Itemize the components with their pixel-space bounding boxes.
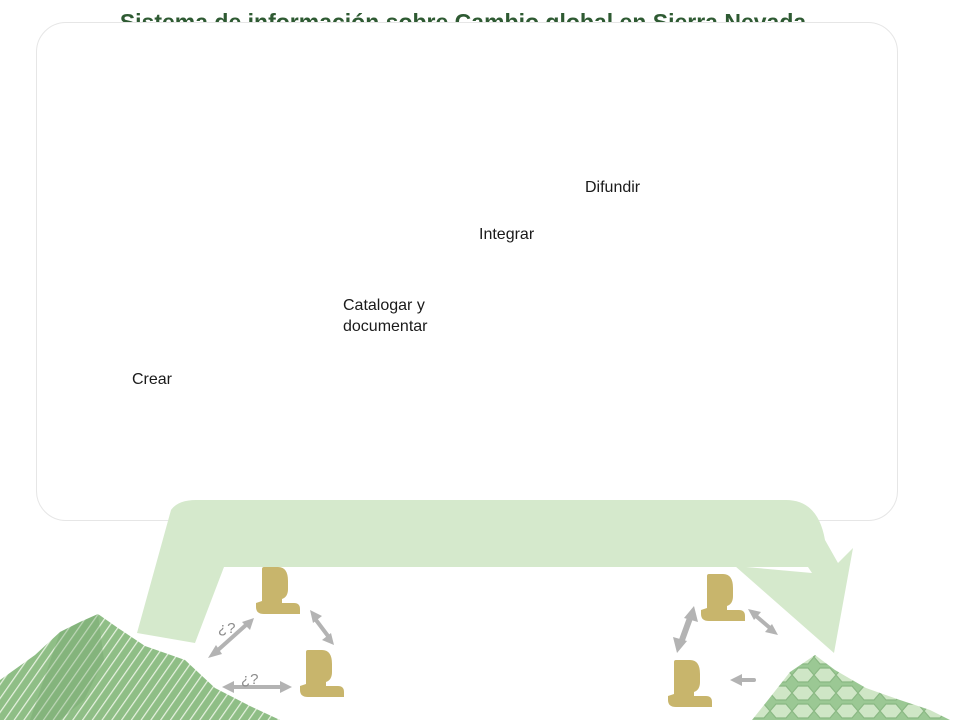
- double-arrow-icon: [673, 606, 698, 653]
- step-integrar: Integrar: [479, 226, 535, 243]
- person-icon: [701, 574, 745, 621]
- question-mark-label: ¿?: [241, 671, 259, 688]
- person-icon: [300, 650, 344, 697]
- step-crear: Crear: [132, 371, 173, 388]
- left-mountain-icon: [0, 614, 280, 720]
- question-mark-label: ¿?: [218, 620, 236, 637]
- right-mountain-icon: [752, 655, 950, 720]
- step-catalogar-line1: Catalogar y: [343, 297, 425, 314]
- person-icon: [668, 660, 712, 707]
- double-arrow-icon: [748, 609, 778, 635]
- double-arrow-icon: [310, 610, 334, 645]
- step-difundir: Difundir: [585, 179, 641, 196]
- double-arrow-icon: [222, 681, 292, 693]
- double-arrow-icon: [208, 618, 254, 658]
- arrow-left-icon: [730, 674, 756, 686]
- person-icon: [256, 567, 300, 614]
- diagram-panel: [36, 22, 898, 521]
- flow-arrow-icon: [137, 500, 853, 653]
- step-catalogar: Catalogar y documentar: [343, 295, 428, 337]
- step-catalogar-line2: documentar: [343, 318, 428, 335]
